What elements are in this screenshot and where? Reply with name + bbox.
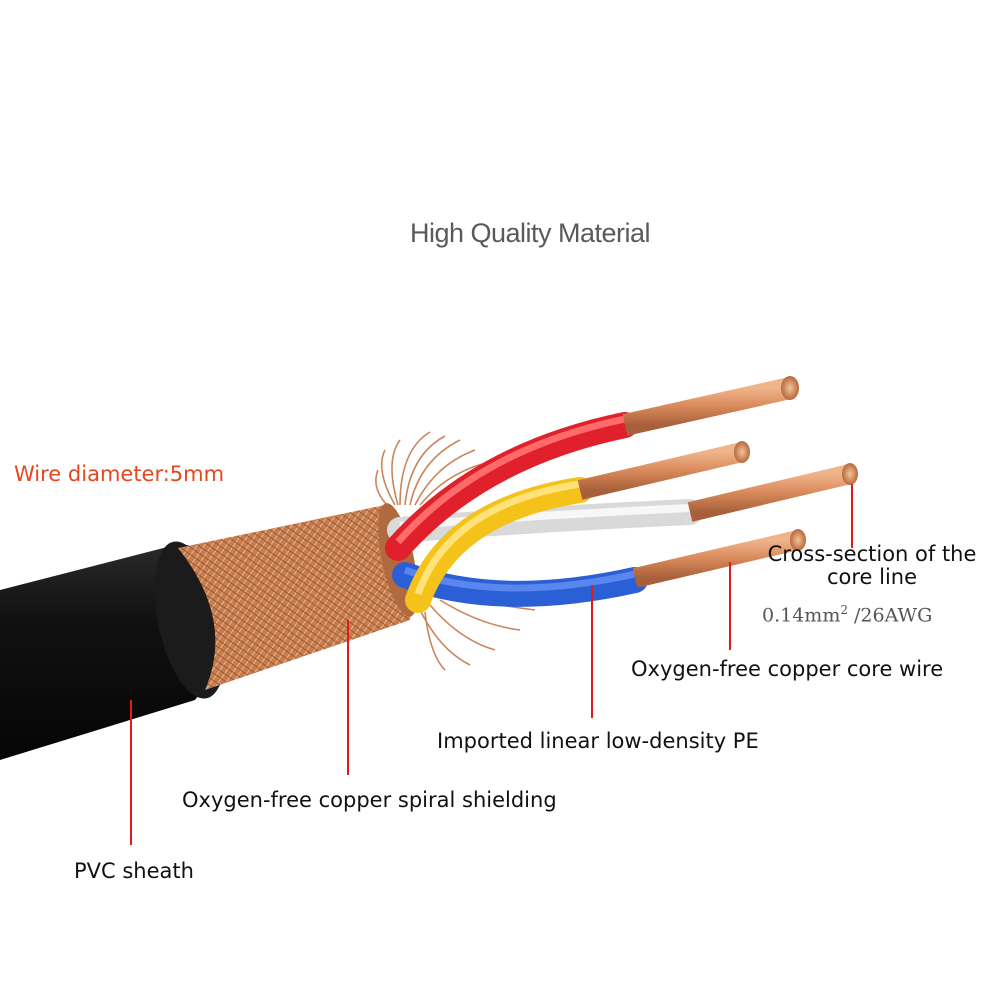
- shield-strands-top: [375, 431, 483, 511]
- core-wire-label: Oxygen-free copper core wire: [631, 657, 944, 681]
- cross-section-label: Cross-section of the core line: [767, 542, 977, 589]
- copper-shielding: [178, 505, 413, 690]
- pe-label: Imported linear low-density PE: [437, 729, 759, 753]
- pvc-sheath-label: PVC sheath: [74, 859, 194, 883]
- page-title: High Quality Material: [409, 218, 651, 248]
- spec-label: 0.14mm2 /26AWG: [762, 603, 933, 627]
- wire-diameter-label: Wire diameter:5mm: [14, 462, 225, 486]
- wire-red: [385, 412, 638, 561]
- leader-lines: [130, 484, 853, 845]
- shielding-label: Oxygen-free copper spiral shielding: [182, 788, 557, 812]
- copper-cores: [577, 376, 858, 588]
